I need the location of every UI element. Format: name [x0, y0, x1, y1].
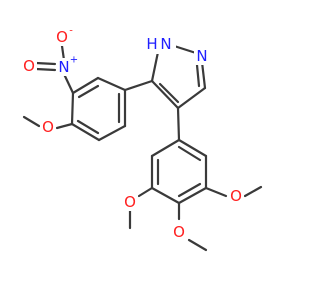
bond-lb-inner-b: [76, 119, 100, 135]
bond-nitro-n-o-left-b: [34, 67, 57, 72]
bond-ring-ome-o: [55, 122, 74, 130]
bond-c5-aryl: [123, 79, 154, 92]
atom-nitrogen-nitro: N: [58, 58, 69, 76]
bond-ring-nitro-n: [62, 72, 75, 95]
bond-rb-4-5: [177, 186, 208, 205]
bond-c3-n2-inner: [195, 63, 201, 88]
bond-rb-inner-c: [177, 145, 202, 162]
atom-oxygen-trimethoxy-middle: O: [173, 223, 185, 241]
atom-hydrogen-nh: H: [146, 35, 157, 53]
bond-c5-c4-inner: [158, 82, 180, 104]
bond-lb-5-6: [97, 124, 127, 142]
chemical-structure-diagram: H N N N + O - O O O O O: [21, 26, 263, 252]
bond-n1-c5: [150, 50, 160, 83]
charge-minus: -: [69, 26, 73, 37]
bond-lb-inner-a: [77, 84, 100, 99]
charge-plus: +: [70, 55, 78, 66]
atom-nitrogen-n2: N: [196, 47, 207, 65]
atom-oxygen-trimethoxy-right: O: [230, 187, 242, 205]
bond-ring-tri-o-left: [137, 186, 154, 198]
bond-lb-4-5: [70, 122, 101, 142]
bond-tri-o-right-ch3: [243, 185, 263, 198]
bond-c4-aryl: [176, 106, 181, 142]
bond-c4-c3: [176, 86, 207, 110]
bond-c3-n2: [200, 60, 207, 90]
bond-ome-o-ch3: [22, 115, 41, 128]
bond-rb-inner-b: [177, 182, 202, 198]
bond-nitro-n-o-up: [60, 44, 66, 62]
atom-layer: H N N N + O - O O O O O: [21, 26, 244, 241]
bond-rb-6-1: [177, 138, 208, 158]
atom-oxygen-trimethoxy-left: O: [124, 193, 136, 211]
atom-oxygen-nitro-left: O: [23, 57, 35, 75]
atom-nitrogen-n1: N: [160, 35, 171, 53]
bond-layer: [22, 43, 263, 252]
bond-lb-3-4: [70, 91, 75, 126]
bond-tri-o-mid-ch3: [187, 238, 208, 252]
bond-rb-3-4: [150, 186, 181, 205]
bond-ring-tri-o-right: [204, 186, 228, 198]
bond-c5-c4: [150, 79, 180, 110]
bond-lb-1-2: [96, 76, 127, 92]
atom-oxygen-methoxy-left: O: [42, 118, 54, 136]
bond-rb-1-2: [150, 138, 181, 158]
bond-lb-2-3: [71, 76, 100, 95]
bond-nitro-n-o-left-a: [34, 61, 57, 66]
atom-oxygen-nitro-up: O: [56, 28, 68, 46]
